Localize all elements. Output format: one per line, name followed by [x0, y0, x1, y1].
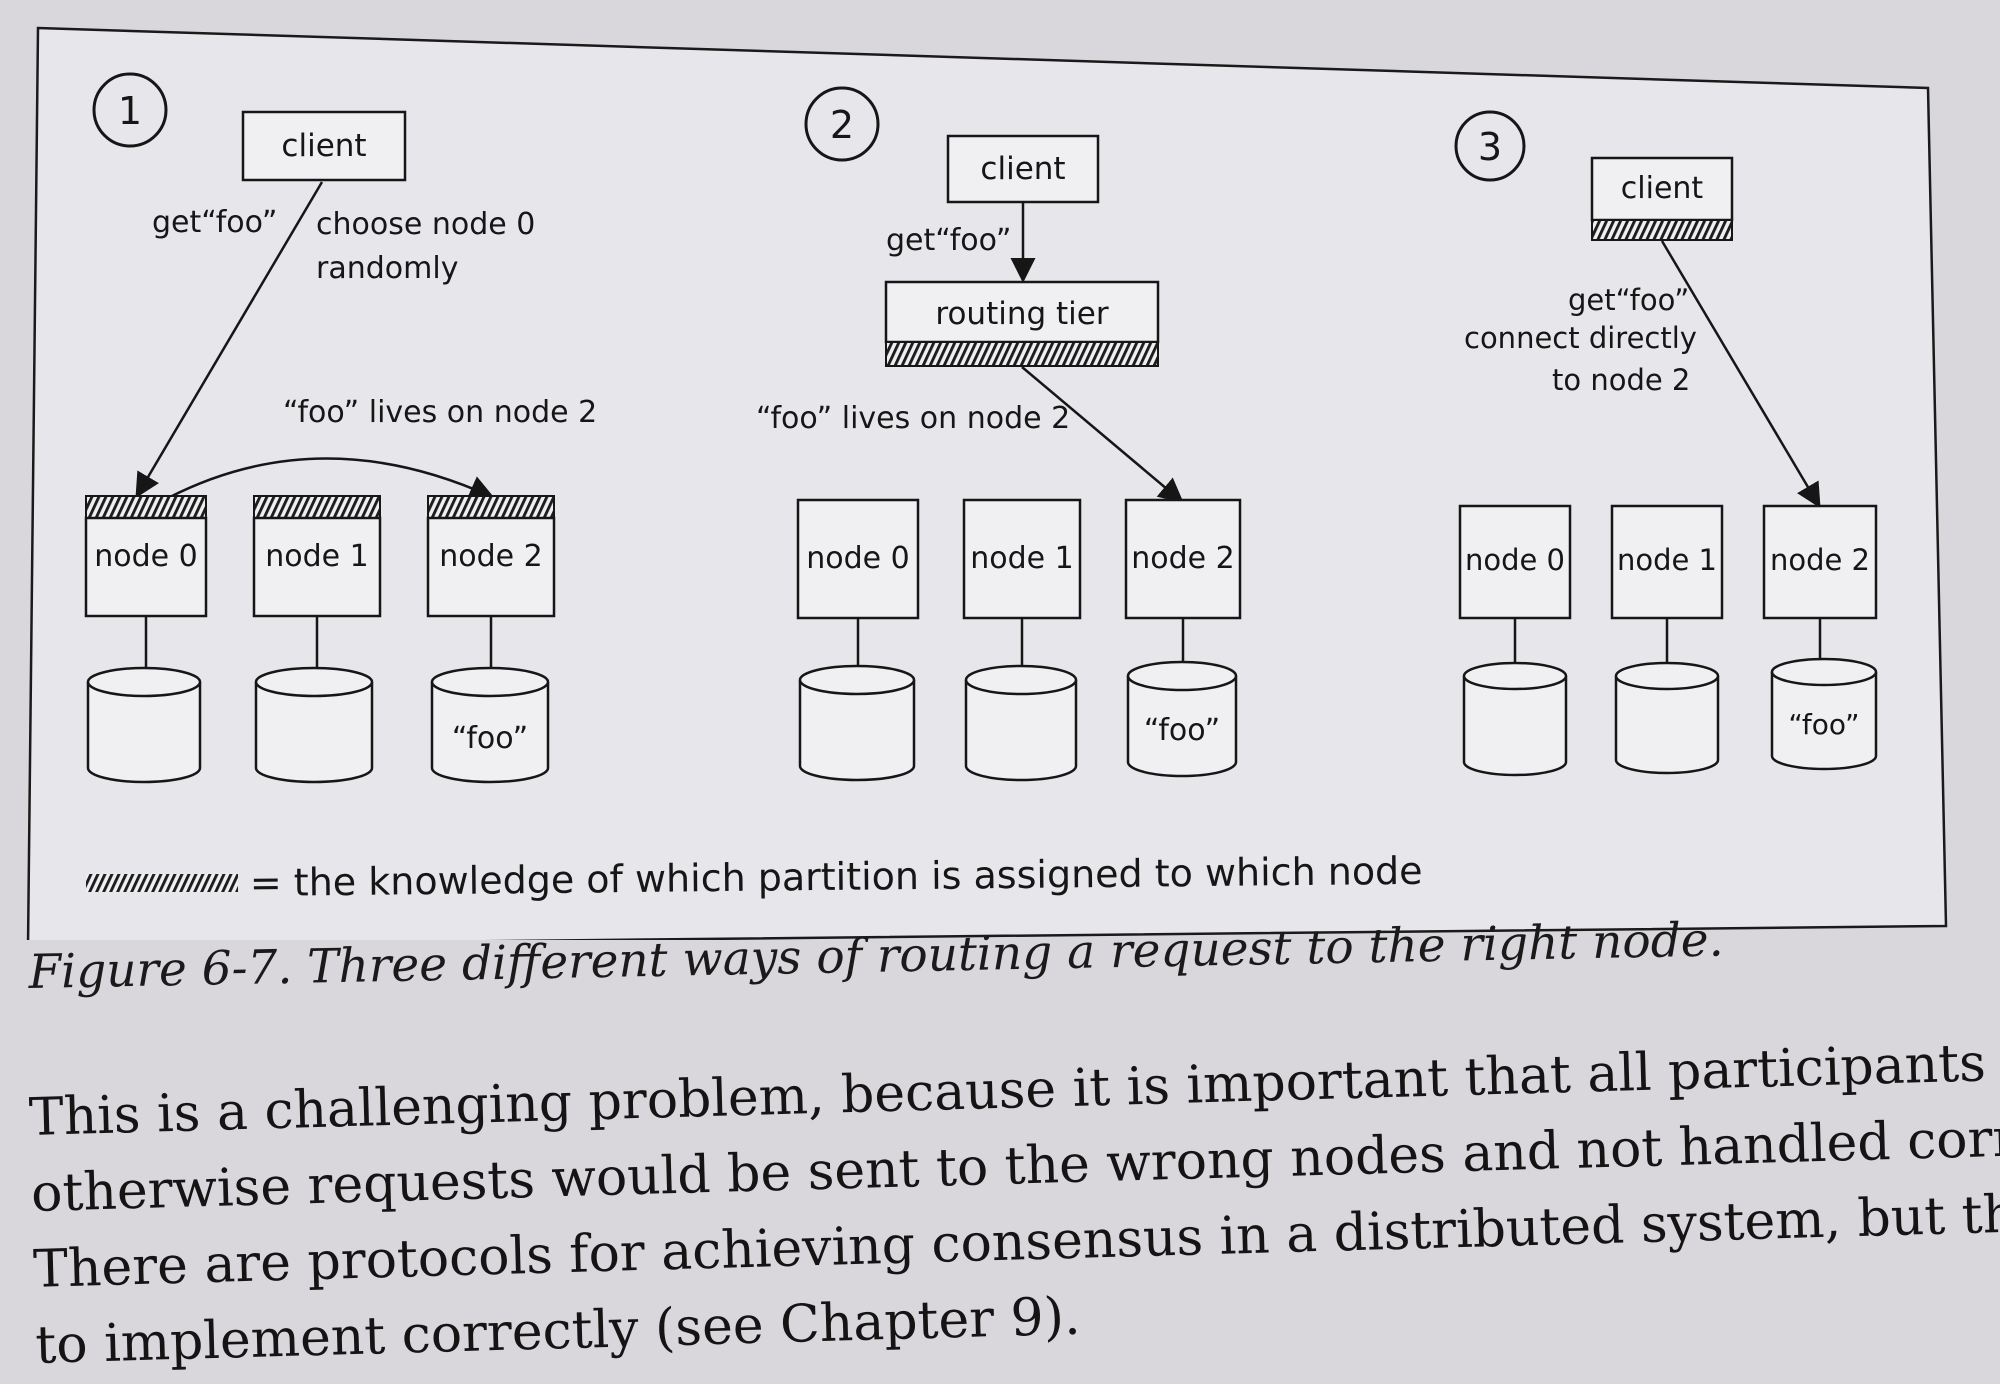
scenario-3-node-1-label: node 1: [1617, 543, 1717, 577]
scenario-2-node-0: node 0: [796, 498, 920, 620]
scenario-2-disk-2-value: “foo”: [1144, 713, 1220, 748]
scenario-1-number-circle: [92, 72, 168, 148]
scenario-2-forward-arrow: [1021, 366, 1184, 504]
scenario-2-node-1-label: node 1: [970, 541, 1074, 576]
scenario-3-client: client: [1590, 156, 1734, 241]
scenario-1-client-label: client: [281, 128, 366, 164]
scenario-3-disk-2: “foo”: [1770, 657, 1878, 771]
scenario-1-node-2-label: node 2: [439, 539, 543, 574]
scenario-2-node-2: node 2: [1124, 498, 1242, 620]
scenario-2-client-label: client: [980, 151, 1065, 187]
scenario-3-disk-1: [1614, 661, 1720, 775]
scenario-1-disk-1: [254, 666, 374, 784]
legend-hatch-swatch: [86, 874, 238, 892]
scenario-2-request-label: get“foo”: [886, 223, 1011, 258]
scenario-1-request-arrow: [135, 181, 324, 499]
scenario-1-disk-0: [86, 666, 202, 784]
scenario-2-disk-0: [798, 664, 916, 782]
scenario-1-request-label: get“foo”: [152, 205, 277, 240]
scenario-3-node-2: node 2: [1762, 504, 1878, 620]
scenario-2-routing-tier-label: routing tier: [935, 296, 1108, 332]
scenario-2-node-0-label: node 0: [806, 541, 910, 576]
scenario-1-node-2: node 2: [426, 495, 556, 618]
scenario-2-node-2-label: node 2: [1131, 541, 1235, 576]
scenario-3-node-0: node 0: [1458, 504, 1572, 620]
scenario-1: 1 client get“foo” choose node 0 randomly…: [84, 72, 597, 784]
scenario-2-number-circle: [804, 86, 880, 162]
scenario-2-disk-1: [964, 664, 1078, 782]
scenario-2: 2 client get“foo” routing tier “foo” liv…: [756, 86, 1242, 782]
scenario-1-node-1-label: node 1: [265, 539, 369, 574]
scenario-2-node-1: node 1: [962, 498, 1082, 620]
scenario-3-number: 3: [1478, 125, 1502, 169]
scenario-2-routing-tier: routing tier: [884, 280, 1160, 367]
scenario-1-number: 1: [118, 89, 142, 133]
body-paragraph: This is a challenging problem, because i…: [28, 1026, 2000, 1384]
scenario-3-request-arrow: [1660, 240, 1821, 509]
scenario-3-request-line1: get“foo”: [1568, 283, 1689, 317]
scenario-3-node-2-label: node 2: [1770, 543, 1870, 577]
scenario-2-lives-on-label: “foo” lives on node 2: [756, 401, 1070, 436]
scenario-1-choose-line2: randomly: [316, 251, 458, 286]
routing-figure: 1 client get“foo” choose node 0 randomly…: [26, 26, 1948, 940]
scenario-3-disk-0: [1462, 661, 1568, 777]
scenario-1-disk-2-value: “foo”: [452, 721, 528, 756]
scenario-1-node-1: node 1: [252, 495, 382, 618]
scenario-1-disk-2: “foo”: [430, 666, 550, 784]
scenario-1-lives-on-label: “foo” lives on node 2: [283, 395, 597, 430]
scenario-2-number: 2: [830, 103, 854, 147]
scenario-1-node-0: node 0: [84, 495, 208, 618]
scenario-3-client-label: client: [1621, 171, 1704, 206]
scenario-1-choose-line1: choose node 0: [316, 207, 535, 242]
scenario-1-client-box: [241, 110, 407, 182]
scenario-3-request-line2: connect directly: [1464, 321, 1697, 355]
scenario-3-number-circle: [1454, 110, 1526, 182]
scenario-3: 3 client get“foo” connect directly to no…: [1454, 110, 1878, 777]
scenario-1-node-0-label: node 0: [94, 539, 198, 574]
scenario-3-node-0-label: node 0: [1465, 543, 1565, 577]
scenario-3-request-line3: to node 2: [1552, 363, 1690, 397]
scenario-3-node-1: node 1: [1610, 504, 1724, 620]
scenario-3-disk-2-value: “foo”: [1788, 708, 1859, 741]
scenario-2-client-box: [946, 134, 1100, 204]
scenario-1-forward-arrow: [167, 457, 495, 500]
scenario-2-disk-2: “foo”: [1126, 660, 1238, 778]
